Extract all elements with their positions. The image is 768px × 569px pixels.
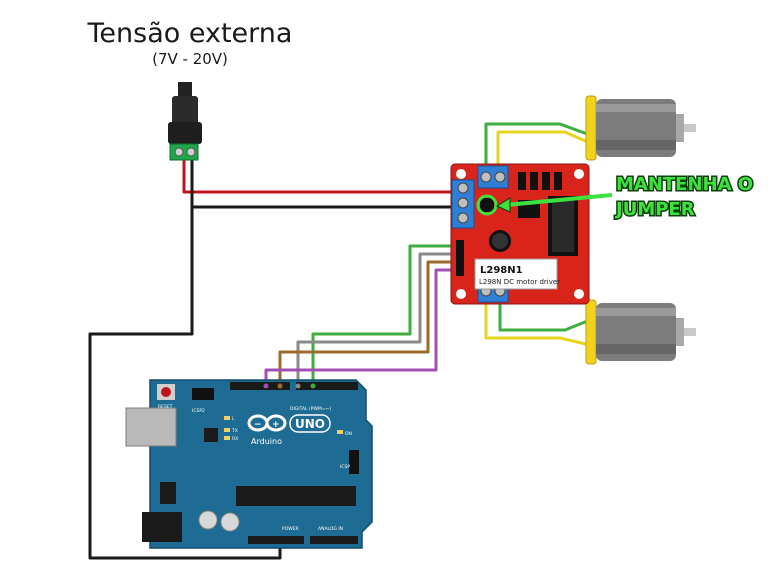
led-l-label: L [232,416,235,422]
callout-line-2: JUMPER [614,199,695,220]
subtitle-text: (7V - 20V) [152,50,228,68]
analog-label: ANALOG IN [318,526,343,532]
wire-black-top [190,160,456,209]
svg-text:+: + [272,420,280,430]
icsp-label: ICSP [340,464,350,470]
wires [88,122,591,560]
wire-gray-signal [296,252,458,382]
driver-chip-label: L298N1 [480,265,523,276]
title-text: Tensão externa [87,18,293,49]
jumper-callout: MANTENHA O JUMPER [476,173,755,222]
digital-label: DIGITAL (PWM=~) [290,406,331,412]
dc-motor-icon [585,299,696,365]
brand-label: Arduino [251,437,282,446]
power-label: POWER [282,526,299,532]
dc-barrel-jack-icon [168,82,202,161]
arduino-logo: − + UNO Arduino [247,414,331,446]
wire-green-signal [311,244,458,382]
wire-motor-b-green [498,300,591,332]
callout-line-1: MANTENHA O [616,174,753,195]
svg-text:−: − [254,420,262,430]
dc-motor-icon [585,95,696,161]
wire-red [182,160,456,194]
led-rx-label: RX [232,436,238,442]
l298n-driver-icon: L298N1 L298N DC motor driver [450,163,590,305]
reset-label: RESET [158,404,173,410]
model-label: UNO [295,417,325,431]
wire-motor-b-yellow [484,300,591,347]
arduino-uno-icon: RESET ICSP2 DIGITAL (PWM=~) L TX RX − + … [125,379,373,549]
wire-purple-signal [264,268,458,382]
driver-chip-description: L298N DC motor driver [479,278,560,286]
wire-black-ground [88,207,282,560]
on-label: ON [345,431,352,437]
wire-brown-signal [278,260,458,382]
wire-motor-a-yellow [496,130,591,168]
wire-motor-a-green [484,122,591,168]
icsp2-label: ICSP2 [192,408,205,414]
led-tx-label: TX [231,428,238,434]
